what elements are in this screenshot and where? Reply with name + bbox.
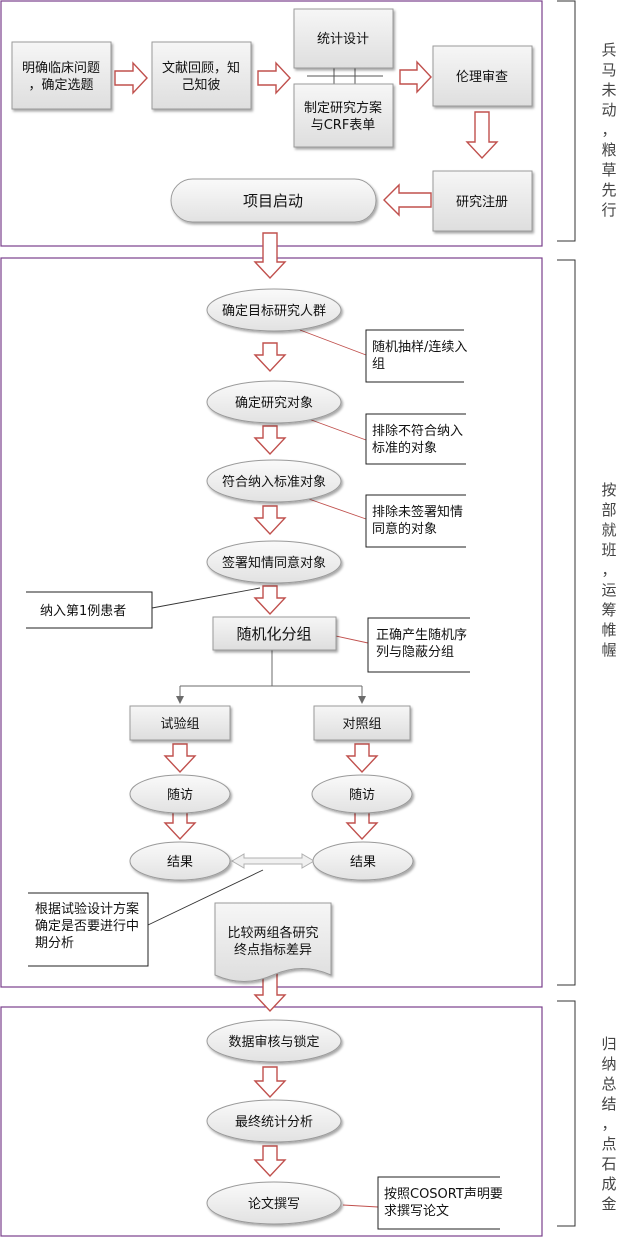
label-data-review-lock: 数据审核与锁定 xyxy=(228,1034,319,1050)
phase-label-preparation: 兵马未动，粮草先行 xyxy=(601,41,617,219)
node-randomization xyxy=(212,616,337,651)
label-paper-writing: 论文撰写 xyxy=(248,1197,300,1212)
label-consented-subjects: 签署知情同意对象 xyxy=(222,555,326,571)
box-registration xyxy=(432,170,533,232)
label-literature-review: 文献回顾，知己知彼 xyxy=(162,60,240,93)
note-random-sequence: 正确产生随机序列与隐蔽分组 xyxy=(376,628,467,660)
label-trial-group: 试验组 xyxy=(160,716,199,732)
label-result-control: 结果 xyxy=(350,855,376,870)
label-stat-design: 统计设计 xyxy=(317,32,369,47)
arrow-right xyxy=(257,61,291,95)
node-eligible-subjects xyxy=(206,459,342,503)
node-control-group xyxy=(313,705,411,741)
label-study-subjects: 确定研究对象 xyxy=(235,396,313,411)
box-protocol-crf xyxy=(293,83,394,148)
label-compare-endpoints: 比较两组各研究终点指标差异 xyxy=(227,925,318,958)
arrow-down xyxy=(465,111,499,160)
bracket-summary xyxy=(557,1000,576,1227)
note-interim-analysis: 根据试验设计方案确定是否要进行中期分析 xyxy=(35,901,139,951)
node-compare-endpoints xyxy=(214,902,332,982)
arrow-down xyxy=(253,1066,287,1099)
label-target-population: 确定目标研究人群 xyxy=(222,304,326,319)
note-exclude-unconsented-frame xyxy=(365,494,466,548)
node-result-control xyxy=(312,841,414,881)
box-ethics-review xyxy=(432,45,533,107)
arrow-down xyxy=(253,1145,287,1178)
arrow-down xyxy=(163,810,197,841)
arrow-down xyxy=(253,342,287,373)
bracket-preparation xyxy=(557,0,576,242)
node-result-trial xyxy=(129,841,231,881)
box-clarify-question xyxy=(11,41,112,110)
arrow-right xyxy=(114,61,148,95)
note-exclude-ineligible-frame xyxy=(365,413,466,465)
note-random-sequence-frame xyxy=(367,617,470,673)
arrow-down xyxy=(163,743,197,774)
node-consented-subjects xyxy=(206,540,342,584)
arrow-down xyxy=(253,232,287,280)
node-followup-trial xyxy=(129,774,231,814)
bracket-execution xyxy=(557,259,576,986)
double-arrow-compare xyxy=(231,853,315,869)
node-study-subjects xyxy=(206,380,342,424)
phase-label-execution: 按部就班，运筹帷幄 xyxy=(601,481,617,659)
note-random-sampling: 随机抽样/连续入组 xyxy=(372,339,467,372)
label-eligible-subjects: 符合纳入标准对象 xyxy=(222,474,326,490)
note-random-sampling-frame xyxy=(365,329,464,383)
label-followup-trial: 随访 xyxy=(167,788,193,803)
label-registration: 研究注册 xyxy=(456,195,508,210)
label-control-group: 对照组 xyxy=(342,717,381,732)
arrow-down xyxy=(253,425,287,456)
node-paper-writing xyxy=(206,1181,342,1225)
arrow-down xyxy=(253,585,287,616)
label-randomization: 随机化分组 xyxy=(236,625,311,643)
label-protocol-crf: 制定研究方案与CRF表单 xyxy=(304,100,382,133)
arrow-down xyxy=(345,810,379,841)
node-final-analysis xyxy=(206,1099,342,1143)
note-cosort-writing: 按照COSORT声明要求撰写论文 xyxy=(384,1187,503,1219)
phase-label-summary: 归纳总结，点石成金 xyxy=(601,1035,617,1213)
box-project-start xyxy=(170,178,377,223)
box-literature-review xyxy=(151,41,252,110)
label-final-analysis: 最终统计分析 xyxy=(235,1114,313,1130)
label-clarify-question: 明确临床问题，确定选题 xyxy=(22,61,100,93)
node-target-population xyxy=(206,288,342,332)
label-followup-control: 随访 xyxy=(349,788,375,803)
note-exclude-unconsented: 排除未签署知情同意的对象 xyxy=(372,504,463,537)
label-result-trial: 结果 xyxy=(167,855,193,870)
node-followup-control xyxy=(311,774,413,814)
node-data-review-lock xyxy=(206,1019,342,1063)
note-cosort-frame xyxy=(377,1176,500,1230)
note-first-patient: 纳入第1例患者 xyxy=(40,604,126,619)
node-trial-group xyxy=(129,705,231,741)
label-ethics-review: 伦理审查 xyxy=(456,70,508,85)
arrow-left xyxy=(383,183,432,217)
arrow-down xyxy=(253,505,287,536)
note-first-patient-frame xyxy=(26,591,153,629)
box-stat-design xyxy=(293,8,394,69)
arrow-right xyxy=(399,60,432,94)
label-project-start: 项目启动 xyxy=(243,192,303,210)
note-exclude-ineligible: 排除不符合纳入标准的对象 xyxy=(372,423,463,456)
arrow-down xyxy=(345,743,379,774)
note-interim-analysis-frame xyxy=(28,892,149,967)
